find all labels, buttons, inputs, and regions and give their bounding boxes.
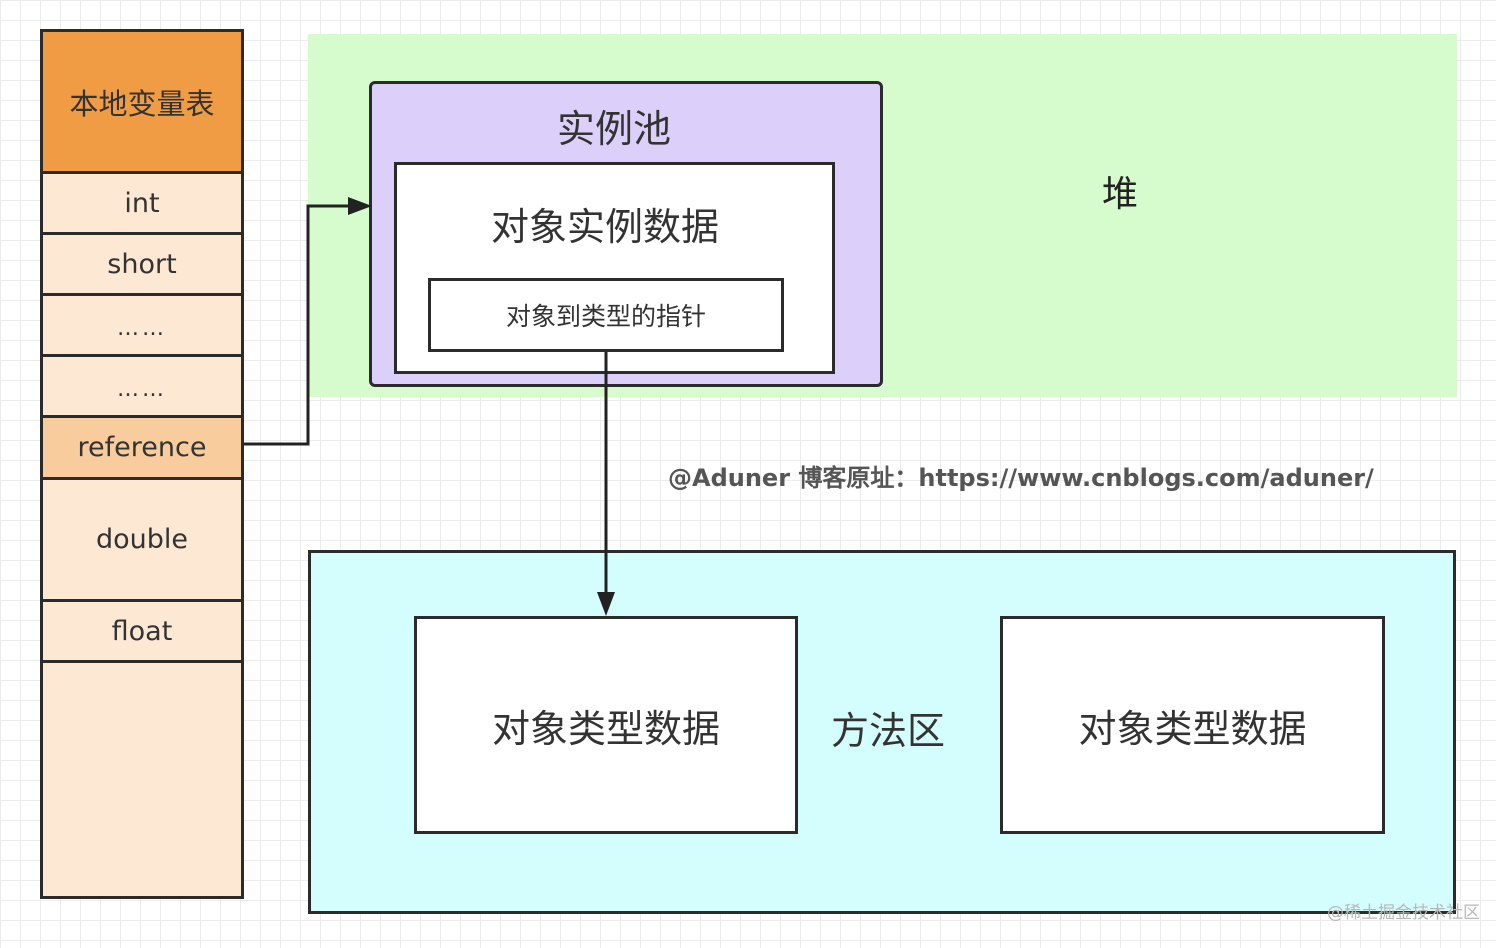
local-variable-table: 本地变量表 int short …… …… reference double f…: [40, 29, 244, 899]
type-pointer-box: 对象到类型的指针: [428, 278, 784, 352]
slot-ellipsis-1: ……: [43, 296, 241, 357]
slot-float: float: [43, 602, 241, 663]
pointer-to-type-arrow: [597, 352, 615, 616]
watermark-text: @Aduner 博客原址：https://www.cnblogs.com/adu…: [668, 464, 1374, 492]
footer-watermark: @稀土掘金技术社区: [1327, 903, 1480, 923]
slot-ellipsis-2: ……: [43, 357, 241, 418]
method-area-label: 方法区: [830, 709, 945, 753]
instance-pool-label: 实例池: [556, 107, 671, 151]
instance-data-label: 对象实例数据: [490, 205, 719, 249]
type-data-box-1: 对象类型数据: [414, 616, 798, 834]
slot-int: int: [43, 174, 241, 235]
type-data-box-2: 对象类型数据: [1000, 616, 1385, 834]
slot-reference: reference: [43, 418, 241, 480]
local-variable-table-title: 本地变量表: [43, 32, 241, 174]
slot-double: double: [43, 480, 241, 602]
heap-label: 堆: [1101, 174, 1138, 215]
reference-to-instance-arrow: [244, 197, 372, 446]
slot-short: short: [43, 235, 241, 296]
